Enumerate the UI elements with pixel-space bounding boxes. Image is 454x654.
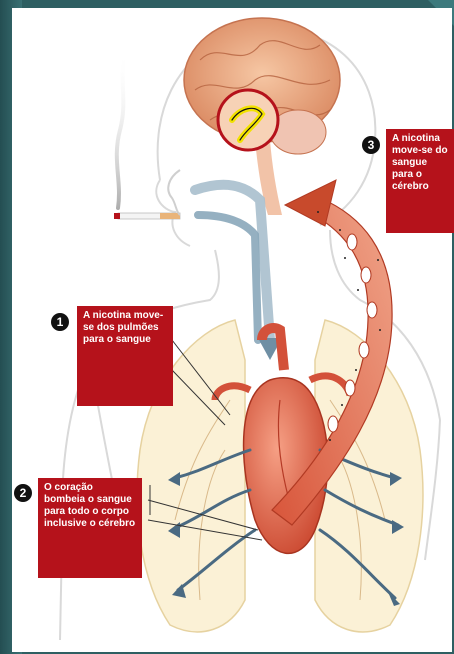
step-2-number: 2 [14,484,32,502]
step-3-number: 3 [362,136,380,154]
step-2-label: O coração bombeia o sangue para todo o c… [38,478,142,578]
face-profile [168,170,180,215]
step-1-label: A nicotina move-se dos pulmões para o sa… [77,306,173,406]
step-3-label: A nicotina move-se do sangue para o cére… [386,129,454,233]
step-1-number: 1 [51,313,69,331]
